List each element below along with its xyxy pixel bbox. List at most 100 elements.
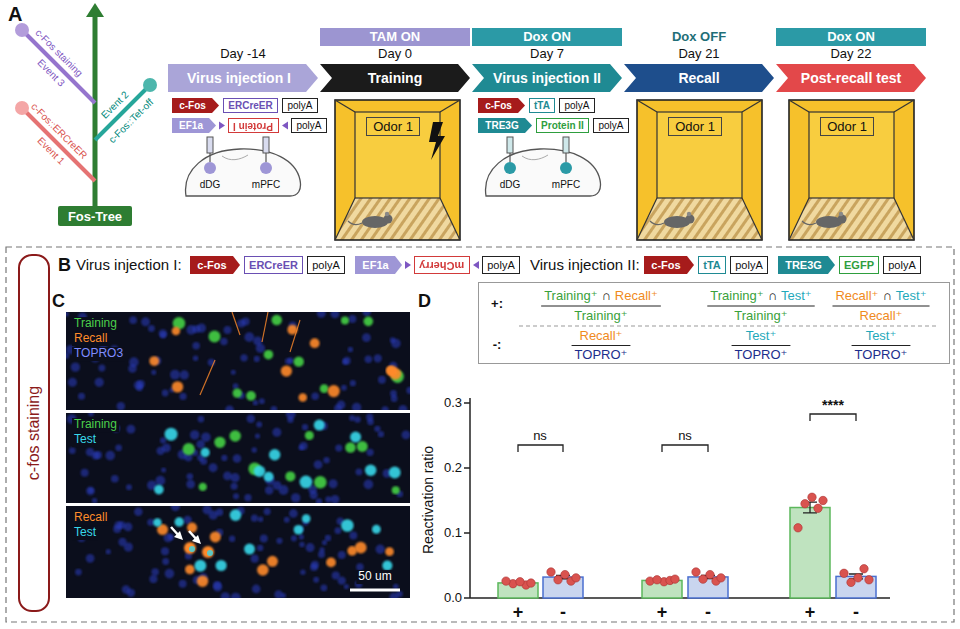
key-text: Training⁺ (544, 288, 597, 303)
timeline-step: Virus injection II (472, 64, 622, 92)
labeled-cell (341, 519, 354, 532)
node-text: Odor 1 (675, 119, 715, 134)
channel-label: Training (72, 418, 119, 432)
timeline-step: Training (320, 64, 470, 92)
node-text: EF1a (362, 260, 388, 271)
nucleus-stain (233, 383, 239, 389)
nucleus-stain (374, 426, 380, 432)
nucleus-stain (69, 447, 76, 454)
nucleus-stain (209, 463, 218, 472)
nucleus-stain (81, 469, 89, 477)
nucleus-stain (259, 398, 265, 404)
nucleus-stain (160, 332, 167, 339)
polya-box: polyA (291, 118, 327, 133)
data-point (819, 496, 827, 504)
significance-bracket (810, 414, 856, 421)
nucleus-stain (111, 475, 119, 483)
key-text: ∩ (602, 288, 611, 303)
labeled-cell (229, 430, 240, 441)
nucleus-stain (341, 385, 347, 391)
node-text: Day 0 (320, 46, 470, 62)
key-text: Test⁺ (896, 288, 927, 303)
labeled-cell (386, 365, 397, 376)
nucleus-stain (364, 480, 374, 490)
data-point (692, 568, 700, 576)
axis-tick (464, 467, 470, 469)
nucleus-stain (317, 312, 326, 318)
day-label: Day -14 (220, 47, 266, 62)
nucleus-stain (233, 493, 239, 499)
region-label: mPFC (252, 179, 280, 191)
panel-letter: C (52, 291, 65, 312)
brain-sketch (486, 137, 601, 196)
labeled-cell (365, 465, 377, 477)
nucleus-stain (300, 569, 305, 574)
nucleus-stain (170, 370, 180, 380)
axis-title: Reactivation ratio (420, 446, 436, 554)
key-entry: Test⁺ (746, 329, 777, 343)
labeled-cell (230, 509, 242, 521)
nucleus-stain (310, 563, 318, 571)
nucleus-stain (251, 555, 259, 563)
node-text: Dox ON (776, 28, 926, 46)
nucleus-stain (264, 508, 271, 515)
tree-root-box: Fos-Tree (58, 206, 132, 226)
nucleus-stain (335, 527, 342, 534)
labeled-cell (267, 556, 278, 567)
nucleus-stain (230, 473, 239, 482)
promoter-fill (478, 118, 532, 133)
polya-box: polyA (482, 256, 520, 274)
nucleus-stain (162, 558, 169, 565)
nucleus-stain (256, 422, 262, 428)
data-point (865, 576, 873, 584)
nucleus-stain (224, 326, 232, 334)
nucleus-stain (355, 468, 362, 475)
chevron-fill (168, 64, 318, 92)
promoter-fill (172, 98, 219, 113)
nucleus-stain (348, 347, 353, 352)
gene-box: Protein I (228, 118, 279, 133)
nucleus-stain (86, 554, 95, 563)
labeled-cell (172, 381, 183, 392)
chamber-edge (789, 198, 809, 240)
nucleus-stain (323, 457, 329, 463)
labeled-cell (328, 385, 340, 397)
node-text: TAM ON (320, 28, 470, 46)
mouse-tail (650, 221, 664, 225)
axis-tick (464, 402, 470, 404)
labeled-cell (294, 525, 304, 535)
significance-label: ns (533, 429, 547, 444)
labeled-cell (389, 467, 401, 479)
micrograph-panel (66, 413, 410, 503)
nucleus-stain (389, 593, 398, 598)
labeled-cell (302, 514, 311, 523)
labeled-cell (320, 384, 329, 393)
node-text: c-Fos (197, 260, 226, 271)
labeled-cell (214, 437, 225, 448)
nucleus-stain (197, 323, 206, 332)
nucleus-stain (134, 507, 143, 516)
node-text: tTA (703, 260, 721, 271)
key-text: TOPRO⁺ (575, 347, 628, 362)
fraction-bar (707, 306, 814, 307)
labeled-cell (149, 356, 159, 366)
nucleus-stain (376, 545, 385, 554)
y-axis (469, 398, 471, 598)
nucleus-stain (365, 356, 373, 364)
node-text: TRE3G (485, 121, 518, 131)
nucleus-stain (393, 584, 399, 590)
dendrite (200, 360, 215, 395)
key-separator (519, 326, 939, 327)
timeline-step: Recall (624, 64, 774, 92)
nucleus-stain (378, 376, 386, 384)
tree-branch (22, 108, 95, 181)
nucleus-stain (273, 481, 282, 490)
chamber-wall (637, 100, 762, 240)
channel-label: Recall (72, 332, 109, 346)
key-text: TOPRO⁺ (855, 347, 908, 362)
node-text: Day 7 (472, 46, 622, 62)
node-text: polyA (312, 260, 340, 271)
syringe (263, 137, 269, 153)
nucleus-stain (287, 416, 293, 422)
polya-box: polyA (593, 118, 629, 133)
